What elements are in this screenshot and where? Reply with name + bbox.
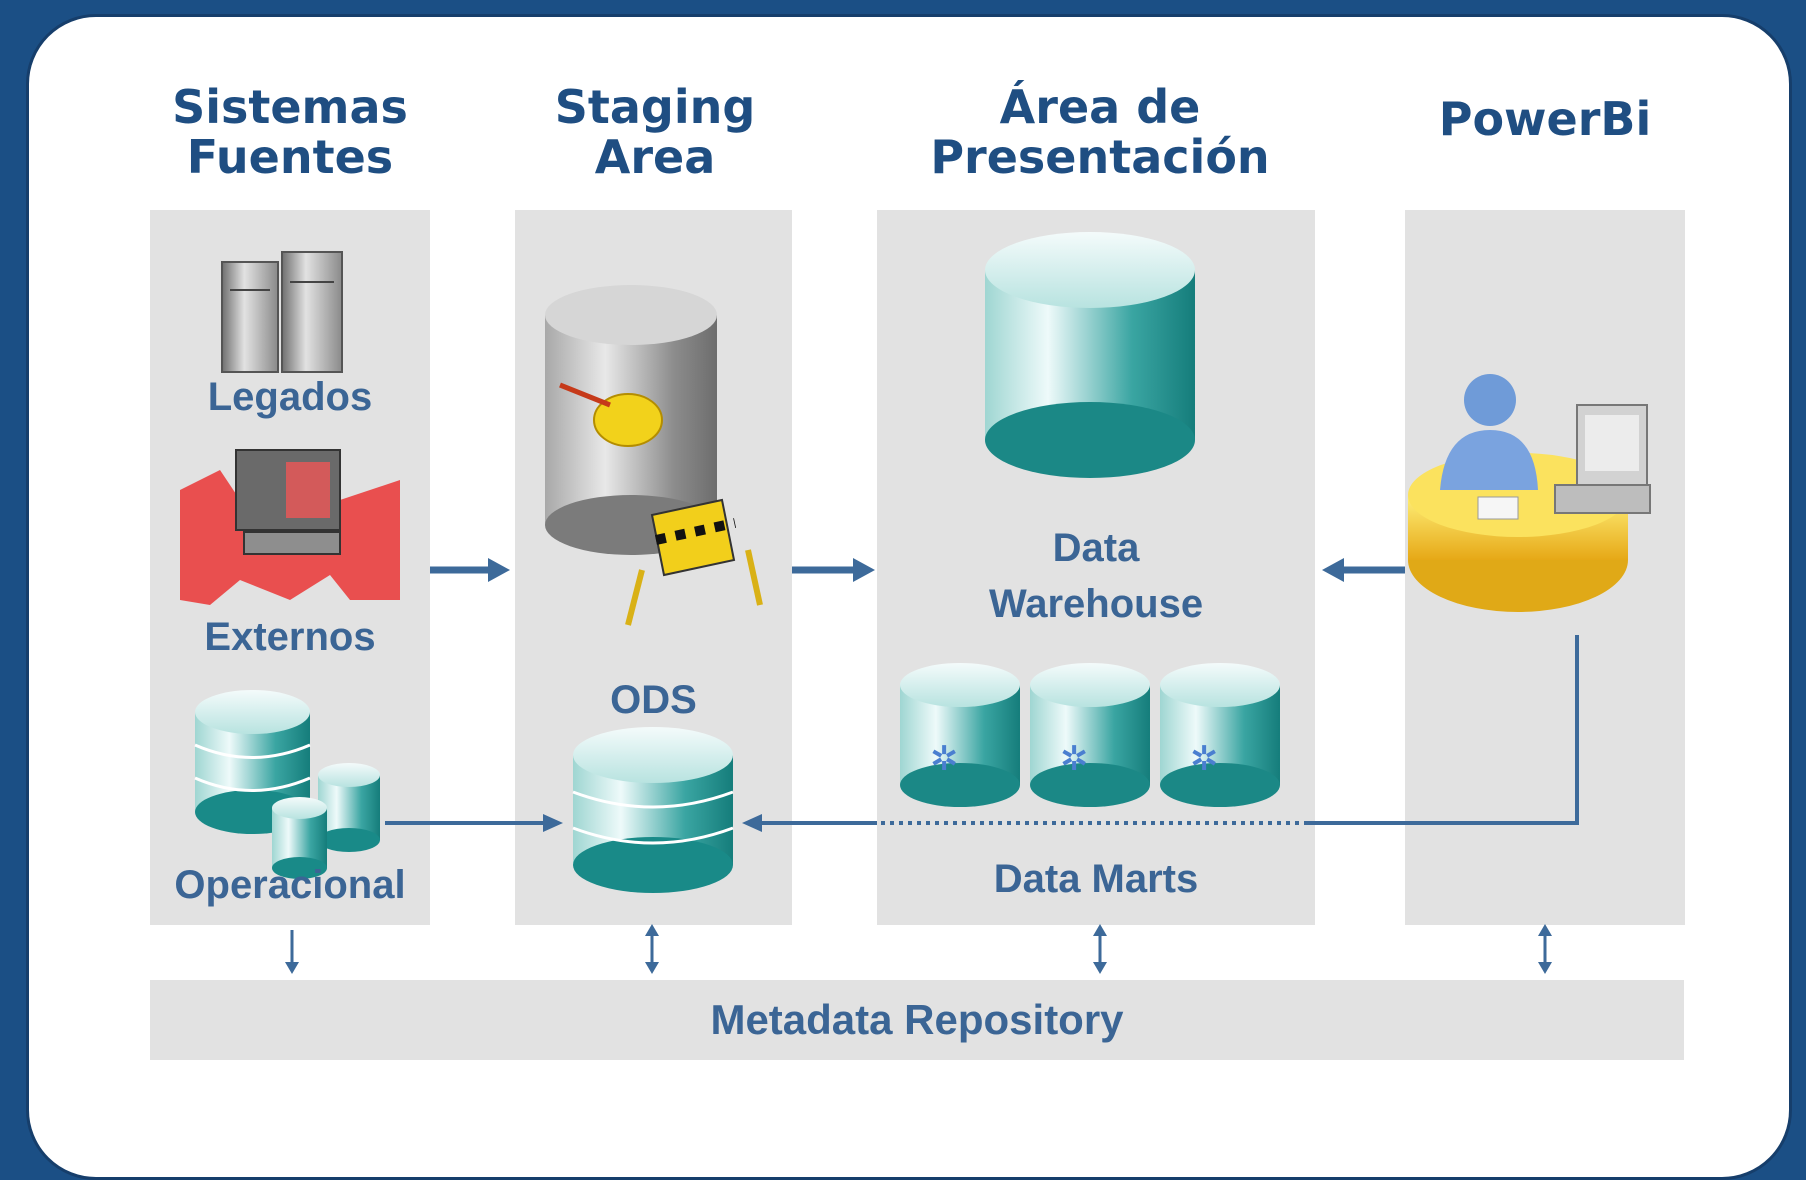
label-data-warehouse: Data Warehouse (988, 526, 1204, 626)
arrow-powerbi-to-presentation (1322, 558, 1405, 582)
database-stack-icon (194, 690, 380, 879)
metadata-connector-presentation (1093, 924, 1107, 974)
arrow-sources-to-staging (430, 558, 510, 582)
label-external: Externos (204, 615, 376, 659)
metadata-connector-powerbi (1538, 924, 1552, 974)
arrow-staging-to-presentation (792, 558, 875, 582)
metadata-bar (150, 980, 1684, 1060)
label-metadata-repository: Metadata Repository (710, 996, 1124, 1043)
header-powerbi: PowerBi (1438, 92, 1652, 146)
data-mart-cylinder-icon: ✲ ✲ ✲ (900, 663, 1280, 807)
svg-text:✲: ✲ (1190, 739, 1219, 779)
header-sources: Sistemas Fuentes (172, 80, 408, 184)
metadata-connector-sources (285, 930, 299, 974)
warehouse-cylinder-icon (985, 232, 1195, 478)
external-computer-icon (180, 449, 400, 605)
construction-database-icon (545, 285, 763, 626)
arrow-powerbi-to-ods (742, 635, 1579, 832)
diagram-graphics: ✲ ✲ ✲ (180, 232, 1651, 974)
label-operational: Operacional (174, 863, 406, 907)
svg-text:✲: ✲ (930, 739, 959, 779)
ods-database-icon (572, 727, 734, 893)
server-tower-icon (221, 251, 343, 373)
user-desk-icon (1408, 374, 1651, 612)
metadata-connector-staging (645, 924, 659, 974)
svg-text:✲: ✲ (1060, 739, 1089, 779)
header-presentation: Área de Presentación (930, 80, 1270, 184)
arrow-operational-to-ods (385, 814, 563, 832)
label-data-marts: Data Marts (993, 857, 1199, 901)
label-ods: ODS (610, 678, 697, 722)
label-legacy: Legados (207, 375, 373, 419)
header-staging: Staging Area (554, 80, 756, 184)
